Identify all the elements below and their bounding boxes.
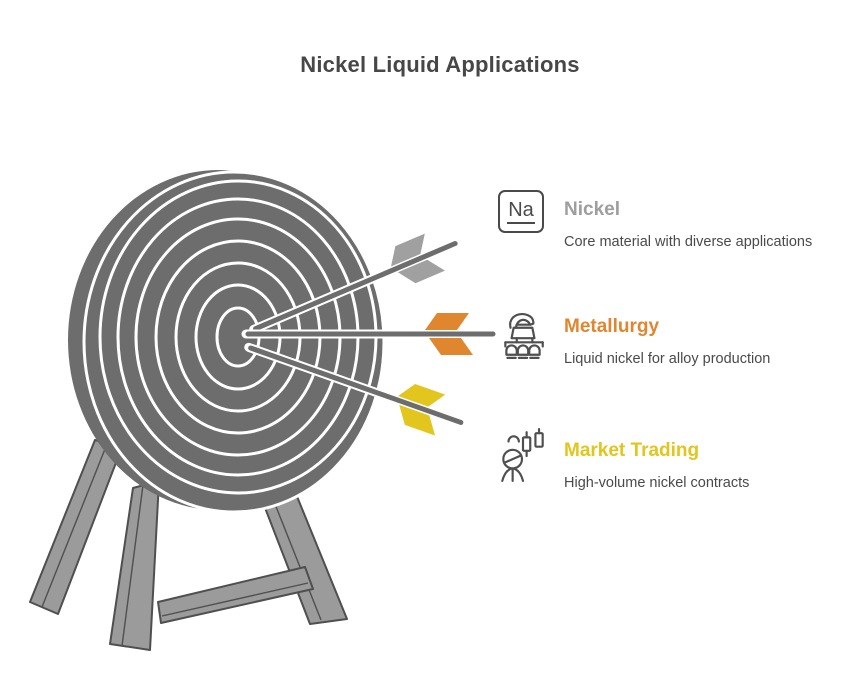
trader-candlestick-icon [498, 427, 550, 490]
target-board [68, 170, 386, 514]
legend-item-metallurgy: Metallurgy Liquid nickel for alloy produ… [498, 307, 770, 367]
legend-item-market-trading: Market Trading High-volume nickel contra… [498, 427, 749, 491]
metallurgy-furnace-icon [498, 307, 550, 366]
arrow-nickel [249, 232, 462, 334]
stand-crossbar [157, 566, 314, 624]
target-stand [29, 439, 348, 651]
legend-item-nickel: Na Nickel Core material with diverse app… [498, 190, 812, 250]
na-symbol-text: Na [507, 199, 535, 224]
item-desc-market-trading: High-volume nickel contracts [564, 475, 750, 491]
arrow-metallurgy [241, 313, 500, 355]
target-face [82, 170, 386, 514]
item-desc-metallurgy: Liquid nickel for alloy production [564, 351, 771, 367]
na-tile-border: Na [498, 190, 544, 233]
stand-leg-front-left [109, 480, 160, 651]
item-desc-nickel: Core material with diverse applications [564, 234, 813, 250]
item-title-metallurgy: Metallurgy [564, 316, 660, 337]
stand-leg-rear-left [29, 439, 123, 615]
arrow-trading [244, 342, 468, 436]
element-na-icon: Na [498, 190, 550, 233]
item-title-market-trading: Market Trading [564, 440, 700, 461]
stand-leg-front-right [261, 493, 348, 625]
target-illustration [29, 170, 500, 651]
page-title: Nickel Liquid Applications [300, 52, 580, 77]
item-title-nickel: Nickel [564, 199, 620, 220]
